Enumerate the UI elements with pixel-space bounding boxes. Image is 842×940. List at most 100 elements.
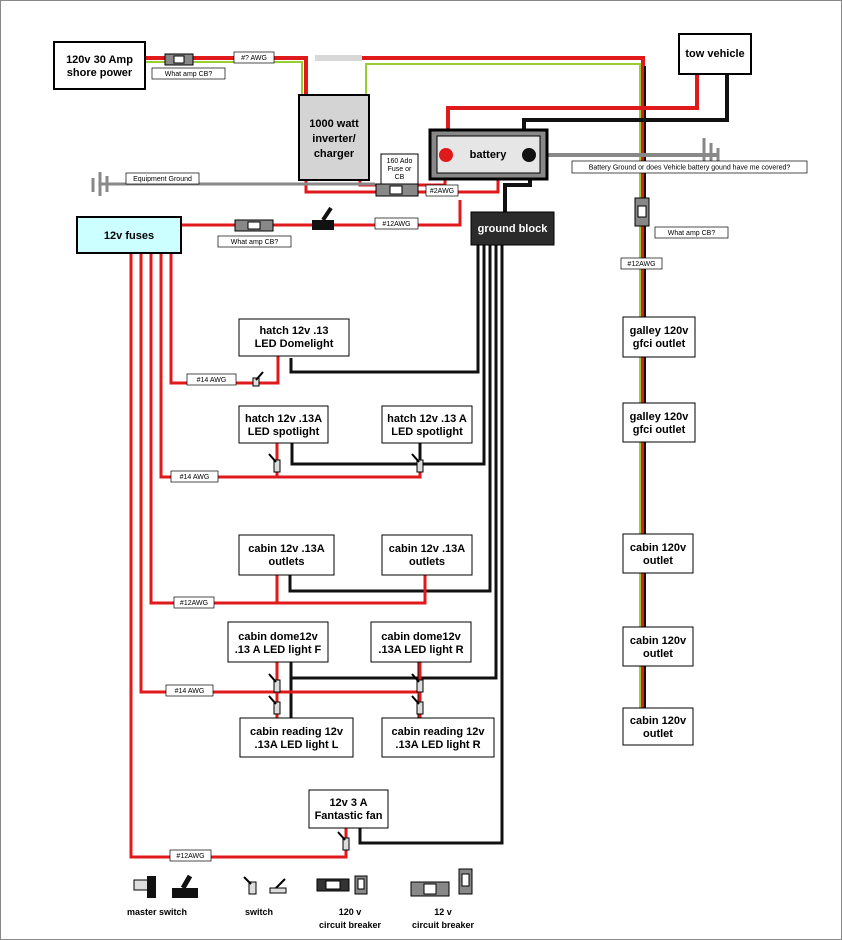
svg-text:cabin reading 12v.13A LED ligh: cabin reading 12v.13A LED light L [250, 726, 344, 751]
switch-icon [411, 453, 424, 473]
ground-block-box: ground block [470, 211, 555, 246]
legend-12v-breaker-icon [410, 868, 473, 897]
label-awg-shore: #? AWG [233, 51, 275, 64]
label-cb-120: What amp CB? [654, 226, 729, 239]
switch-icon [268, 453, 281, 473]
switch-icon [252, 371, 264, 387]
label-awg-2: #2AWG [425, 184, 459, 197]
wire-shore-hot [145, 56, 308, 95]
svg-text:Battery Ground or does Vehicle: Battery Ground or does Vehicle battery g… [589, 165, 791, 172]
legend-switch-icon [243, 876, 287, 895]
switch-icon [411, 695, 424, 715]
cabin-reading-left-box: cabin reading 12v.13A LED light L [239, 717, 354, 758]
tow-vehicle-box: tow vehicle [678, 33, 752, 75]
label-awg-14-a: #14 AWG [186, 373, 237, 386]
svg-text:cabin dome12v.13 A LED light F: cabin dome12v.13 A LED light F [235, 631, 322, 656]
svg-text:#2AWG: #2AWG [430, 188, 454, 195]
battery-box: battery [428, 128, 549, 181]
master-switch-inline-icon [312, 206, 334, 230]
legend-switch-label: switch [245, 907, 273, 917]
switch-icon [337, 831, 350, 851]
wire-pos-outlets [149, 253, 427, 605]
svg-text:#12AWG: #12AWG [627, 261, 655, 268]
wire-gnd-hatch-dome [289, 245, 480, 374]
battery-negative-terminal [522, 148, 536, 162]
wire-gnd-fan [358, 245, 504, 845]
wire-shore-ground [145, 61, 303, 95]
ac-breaker-inline-icon [634, 197, 650, 227]
svg-text:What amp CB?: What amp CB? [668, 230, 716, 237]
cabin-dome-front-box: cabin dome12v.13 A LED light F [227, 621, 329, 663]
switch-icon [411, 673, 424, 693]
svg-text:ground block: ground block [478, 223, 549, 235]
label-awg-12-outlets: #12AWG [173, 596, 215, 609]
svg-text:#? AWG: #? AWG [241, 55, 267, 62]
label-awg-12-fuse: #12AWG [374, 217, 419, 230]
load-switches [252, 371, 424, 851]
wire-labels: #? AWG What amp CB? Equipment Ground #2A… [125, 51, 808, 862]
wire-ac-ground [365, 63, 641, 740]
label-cb-shore: What amp CB? [151, 67, 226, 80]
inverter-breaker-icon [375, 183, 419, 197]
svg-text:#12AWG: #12AWG [382, 221, 410, 228]
fuses-12v-box: 12v fuses [76, 216, 182, 254]
svg-text:cabin dome12v.13A LED light R: cabin dome12v.13A LED light R [378, 631, 463, 656]
battery-positive-terminal [439, 148, 453, 162]
legend-master-switch-icon [133, 874, 198, 898]
label-equipment-ground: Equipment Ground [125, 172, 200, 185]
equipment-ground-icon [91, 172, 109, 196]
shore-breaker-icon [164, 53, 194, 66]
svg-text:#12AWG: #12AWG [176, 853, 204, 860]
switch-icon [268, 695, 281, 715]
label-cb-fuse: What amp CB? [217, 235, 292, 248]
label-awg-12-fan: #12AWG [169, 849, 212, 862]
legend-120v-breaker-icon [316, 875, 368, 895]
cabin-reading-right-box: cabin reading 12v.13A LED light R [381, 717, 495, 758]
svg-text:What amp CB?: What amp CB? [165, 71, 213, 78]
chassis-ground-icon [702, 138, 720, 162]
legend-master-switch-label: master switch [127, 907, 187, 917]
wire-ac-hot [362, 56, 645, 740]
fuse-breaker-icon [234, 219, 274, 232]
switch-icon [268, 673, 281, 693]
label-awg-14-c: #14 AWG [165, 684, 214, 697]
svg-text:#12AWG: #12AWG [180, 600, 208, 607]
svg-text:#14 AWG: #14 AWG [180, 474, 210, 481]
svg-text:What amp CB?: What amp CB? [231, 239, 279, 246]
svg-text:cabin reading 12v.13A LED ligh: cabin reading 12v.13A LED light R [392, 726, 486, 751]
svg-text:12v fuses: 12v fuses [104, 230, 154, 242]
svg-text:#14 AWG: #14 AWG [175, 688, 205, 695]
svg-text:Equipment Ground: Equipment Ground [133, 176, 192, 183]
svg-text:tow vehicle: tow vehicle [685, 48, 744, 60]
wire-gnd-hatch-spot [290, 245, 486, 466]
cabin-dome-rear-box: cabin dome12v.13A LED light R [370, 621, 472, 663]
